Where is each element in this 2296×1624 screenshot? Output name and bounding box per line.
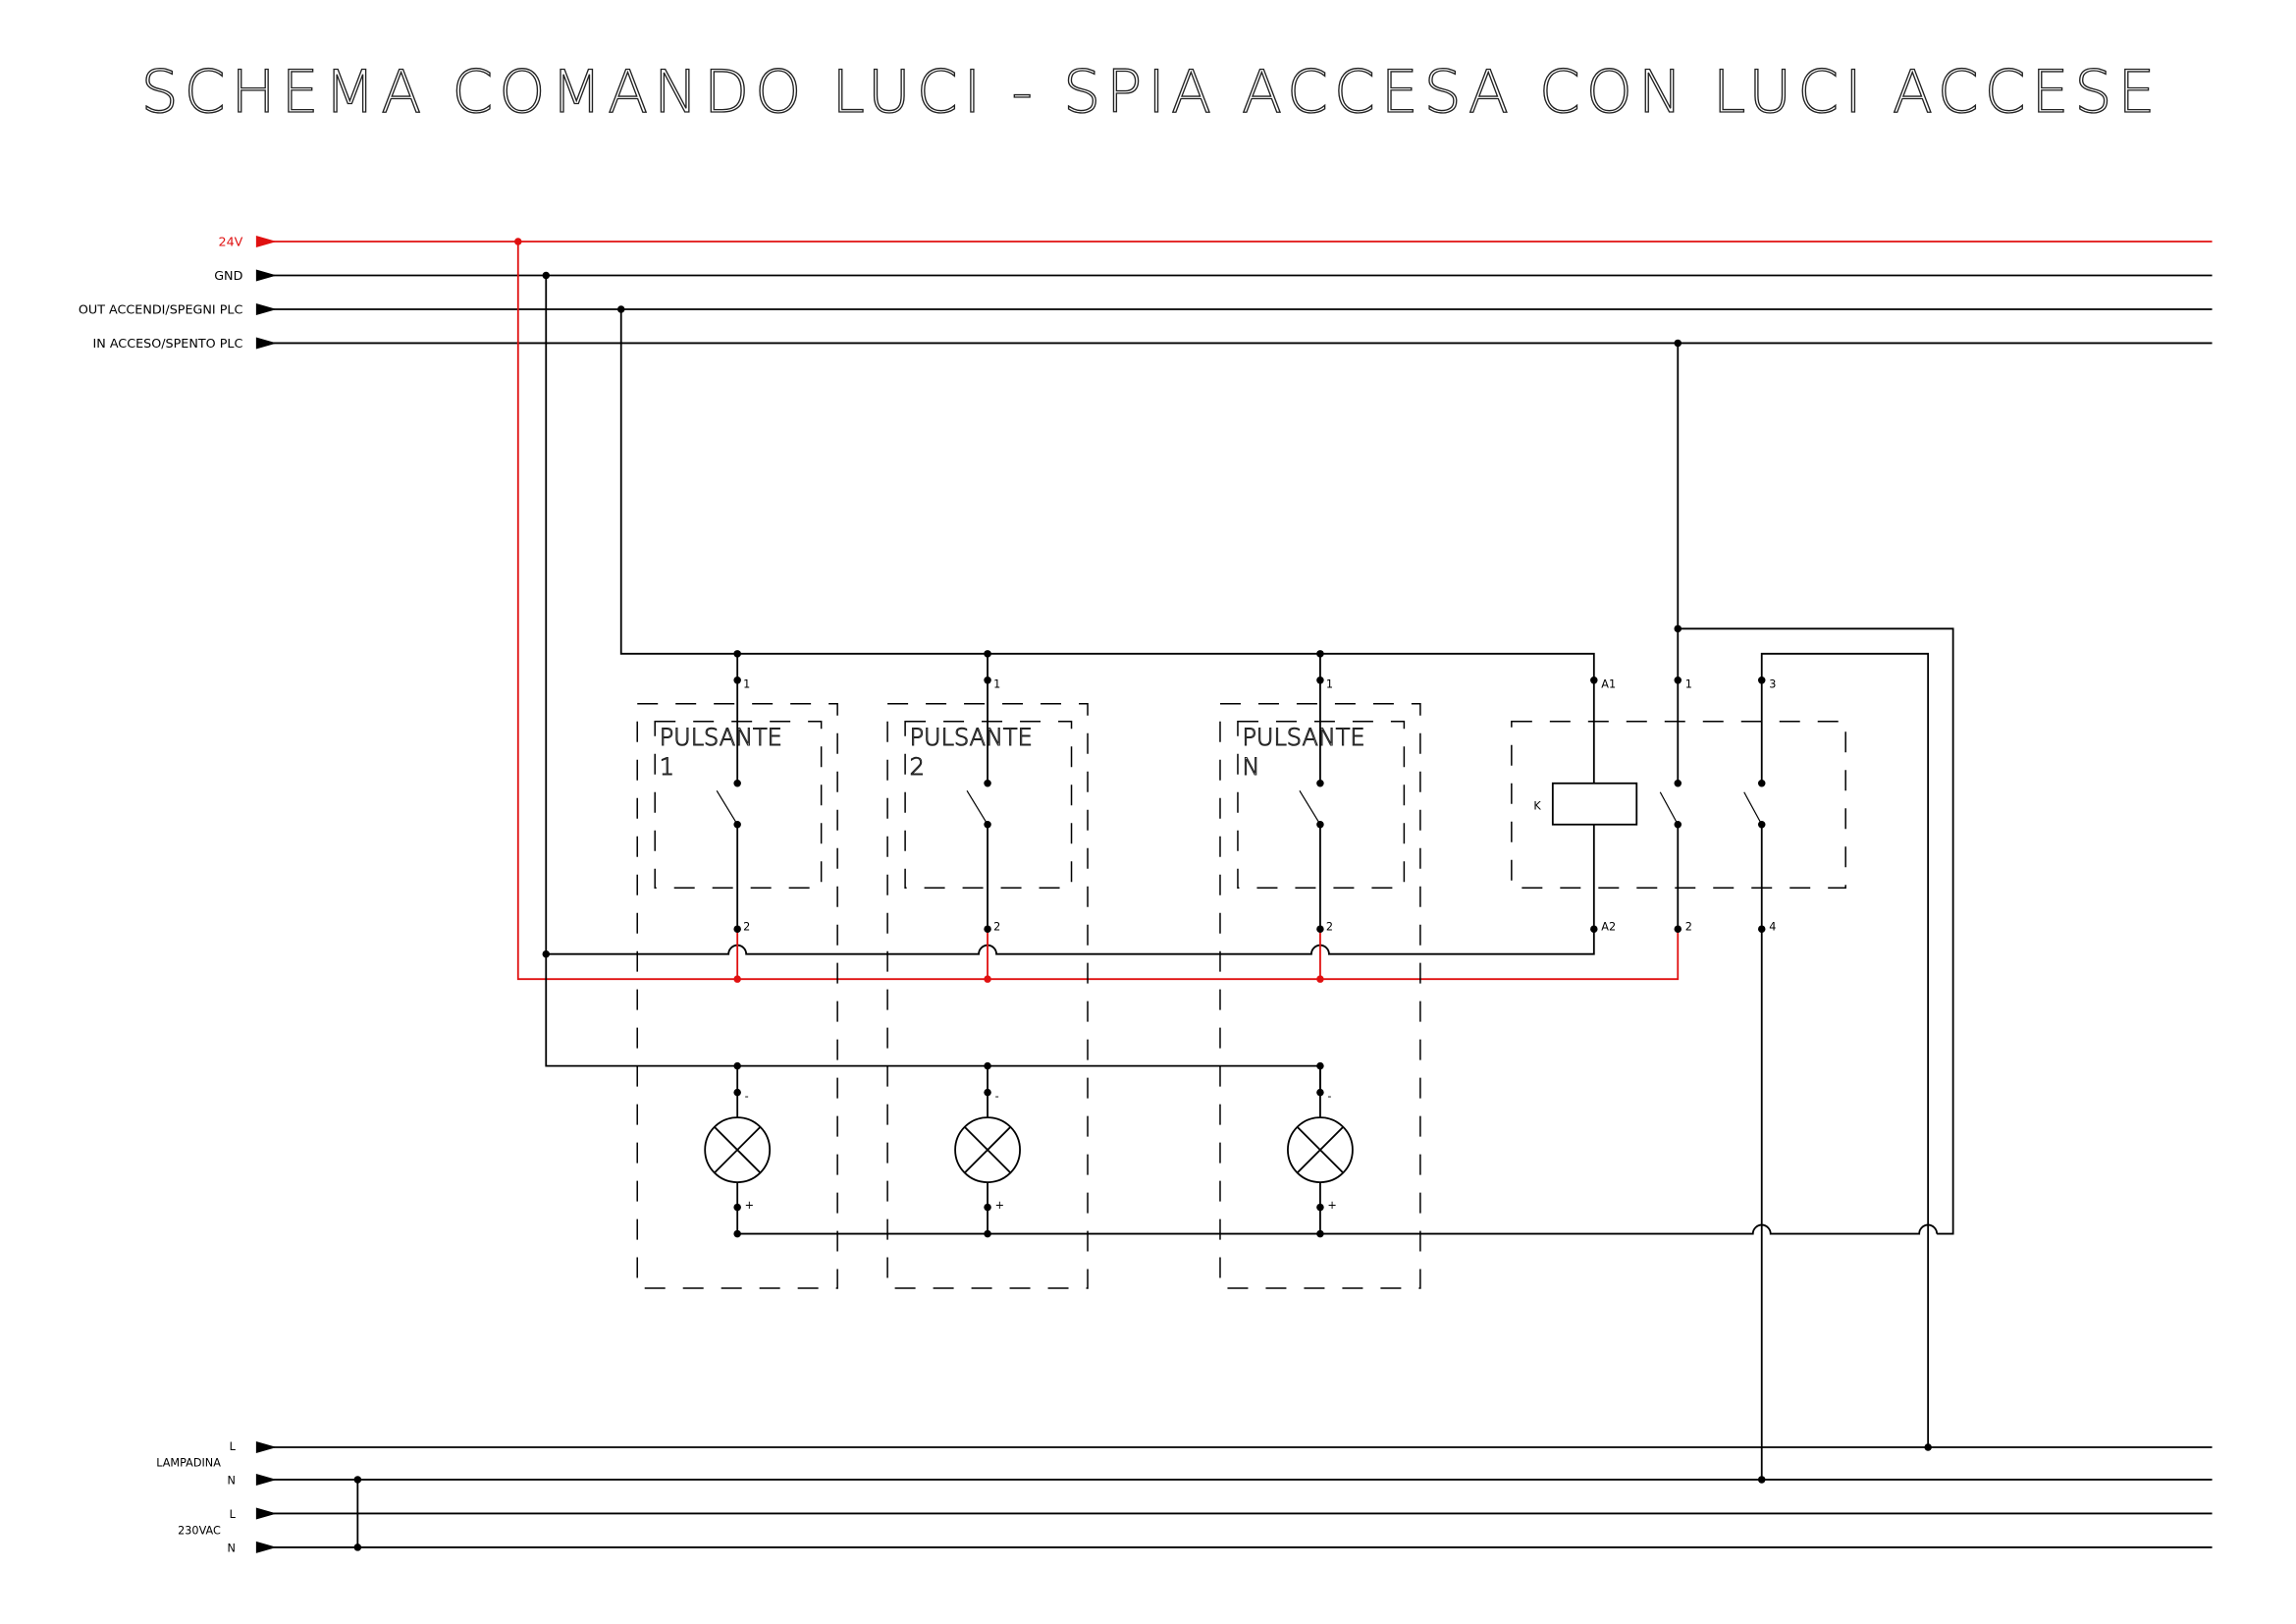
pushbutton-title: PULSANTE — [660, 724, 782, 751]
pushbutton-id: 2 — [910, 753, 925, 781]
pin-a2: A2 — [1601, 921, 1616, 934]
label-n: N — [227, 1474, 235, 1487]
bus-gnd: GND — [214, 269, 2213, 284]
label-n: N — [227, 1542, 235, 1554]
pushbutton-id: N — [1242, 753, 1259, 781]
pin-4: 4 — [1769, 921, 1776, 934]
switch-contact — [1299, 789, 1321, 826]
pin-1: 1 — [1685, 677, 1692, 690]
pin-3: 3 — [1769, 677, 1776, 690]
arrow-icon — [255, 337, 277, 350]
label-l: L — [230, 1508, 237, 1521]
bus-label-in: IN ACCESO/SPENTO PLC — [92, 337, 242, 352]
switch-contact — [966, 789, 988, 826]
lamp-pin-plus: + — [1327, 1199, 1336, 1212]
pushbutton-id: 1 — [660, 753, 674, 781]
label-230vac: 230VAC — [178, 1524, 221, 1537]
pushbutton-title: PULSANTE — [910, 724, 1033, 751]
label-l: L — [230, 1440, 237, 1453]
lamp-pin-minus: - — [1327, 1090, 1331, 1103]
switch-contact — [716, 789, 738, 826]
schematic-title: SCHEMA COMANDO LUCI - SPIA ACCESA CON LU… — [141, 58, 2162, 127]
pin-2: 2 — [743, 921, 750, 934]
lamp-pin-plus: + — [745, 1199, 754, 1212]
lamp-icon: -+ — [954, 1061, 1021, 1238]
bus-out-plc: OUT ACCENDI/SPEGNI PLC — [79, 302, 2213, 317]
bus-label-24v: 24V — [218, 235, 242, 249]
pin-2: 2 — [1685, 921, 1692, 934]
relay-coil — [1551, 782, 1638, 826]
arrow-icon — [255, 269, 277, 282]
bus-bottom: L N LAMPADINA L N 230VAC — [156, 1440, 2213, 1554]
outer-dashed-box — [1219, 703, 1421, 1289]
bus-in-plc: IN ACCESO/SPENTO PLC — [92, 337, 2213, 352]
bus-label-out: OUT ACCENDI/SPEGNI PLC — [79, 302, 243, 317]
pin-1: 1 — [743, 677, 750, 690]
lamp-icon: -+ — [704, 1061, 772, 1238]
pushbutton-title: PULSANTE — [1242, 724, 1364, 751]
wiring — [514, 238, 1954, 1484]
lamp-pin-minus: - — [995, 1090, 999, 1103]
bus-label-gnd: GND — [214, 269, 242, 284]
lamp-pin-plus: + — [995, 1199, 1004, 1212]
relay-coil-label: K — [1533, 800, 1541, 813]
outer-dashed-box — [636, 703, 838, 1289]
pin-1: 1 — [1326, 677, 1333, 690]
arrow-icon — [255, 302, 277, 315]
outer-dashed-box — [886, 703, 1089, 1289]
pin-1: 1 — [993, 677, 1000, 690]
pin-a1: A1 — [1601, 677, 1616, 690]
pin-2: 2 — [993, 921, 1000, 934]
bus-24v: 24V — [218, 235, 2213, 249]
lamp-pin-minus: - — [745, 1090, 749, 1103]
pin-2: 2 — [1326, 921, 1333, 934]
label-lampadina: LAMPADINA — [156, 1456, 221, 1469]
arrow-icon — [255, 236, 277, 247]
lamp-icon: -+ — [1287, 1061, 1354, 1238]
relay-k: K A1 A2 1 2 3 4 — [1511, 677, 1846, 934]
